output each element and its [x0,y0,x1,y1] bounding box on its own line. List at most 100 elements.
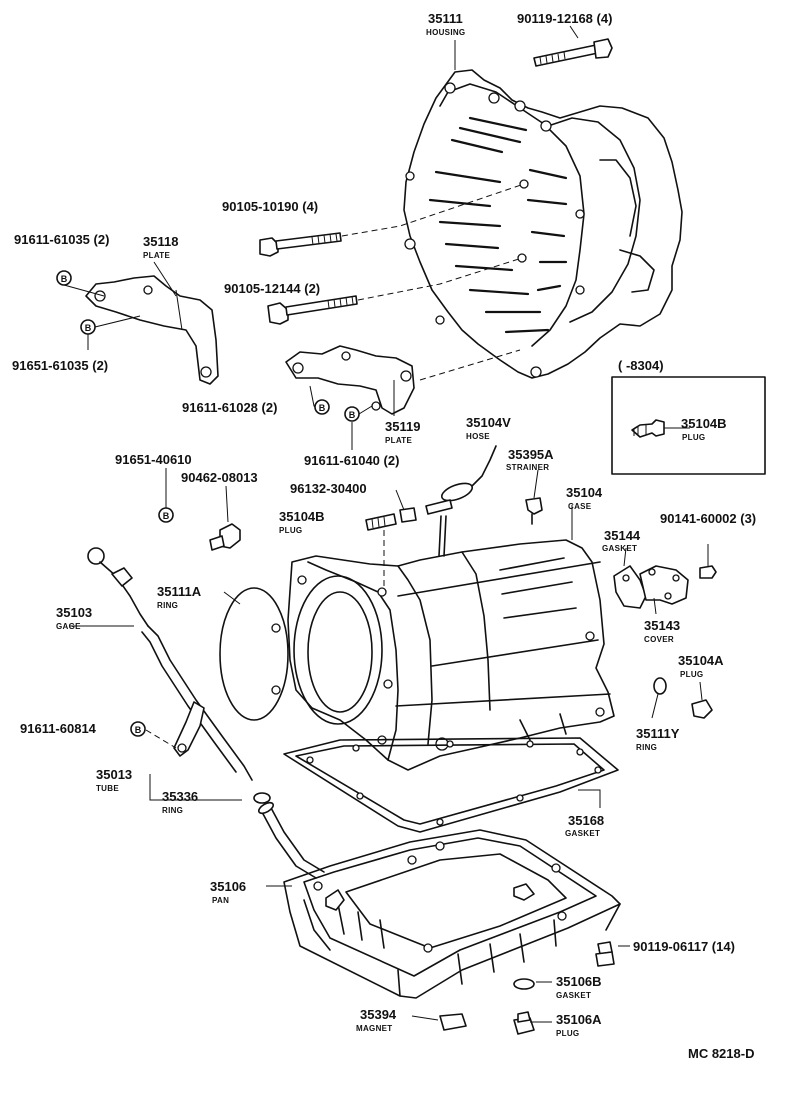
diagram-code: MC 8218-D [688,1046,754,1061]
oil-pan-35106-drawing [283,829,621,999]
plug-35106A-drawing [513,1011,535,1035]
label-90141-60002: 90141-60002 (3) [660,511,756,526]
label-91611-61035: 91611-61035 (2) [14,232,109,247]
label-35104-number: 35104 [566,485,603,500]
label-35104B-inset-number: 35104B [681,416,727,431]
label-35104-name: CASE [568,502,592,511]
label-91651-40610: 91651-40610 [115,452,192,467]
bolt-marker-91651-61035: B [80,319,96,335]
label-35103-name: GAGE [56,622,81,631]
label-91651-61035: 91651-61035 (2) [12,358,108,373]
ring-35111Y-drawing [653,677,667,695]
label-35168-name: GASKET [565,829,600,838]
hose-35104V [425,445,497,557]
tube-35013-drawing [145,701,325,879]
ring-35336 [253,792,271,804]
label-90119-12168: 90119-12168 (4) [517,11,612,26]
label-35144-number: 35144 [604,528,641,543]
label-90105-12144: 90105-12144 (2) [224,281,320,296]
label-35394-name: MAGNET [356,1024,392,1033]
plate-35118-drawing [85,275,219,385]
gasket-35168-drawing [283,737,619,833]
leader-lines [70,25,659,1023]
label-35119-number: 35119 [385,419,420,434]
label-35394-number: 35394 [360,1007,397,1022]
label-35111Y-number: 35111Y [636,726,680,741]
label-35144-name: GASKET [602,544,637,553]
bolt-markers: B B B B B B [56,270,373,737]
svg-text:B: B [85,323,92,333]
label-35143-number: 35143 [644,618,680,633]
cover-35143-drawing [639,565,689,605]
bolt-90141-60002 [699,544,717,579]
plug-35104B-small [365,507,417,590]
gasket-35144-drawing [613,565,647,609]
svg-text:B: B [349,410,356,420]
bolt-90119-12168 [533,38,613,67]
label-35106-number: 35106 [210,879,246,894]
ring-35111A [219,587,289,721]
label-35106B-number: 35106B [556,974,602,989]
label-35118-number: 35118 [143,234,178,249]
inset-range-label: ( -8304) [618,358,664,373]
label-96132-30400: 96132-30400 [290,481,367,496]
label-35104A-number: 35104A [678,653,724,668]
label-35395A-number: 35395A [508,447,554,462]
gasket-35106B-drawing [513,978,535,990]
bolt-marker-91651-40610: B [158,507,174,523]
label-35119-name: PLATE [385,436,412,445]
label-35013-name: TUBE [96,784,119,793]
label-35111A-number: 35111A [157,584,202,599]
label-35106A-name: PLUG [556,1029,579,1038]
label-35111-name: HOUSING [426,28,465,37]
label-35143-name: COVER [644,635,674,644]
plug-35104A-drawing [691,681,713,719]
bolt-90105-12144 [267,257,523,325]
transmission-case-drawing [271,539,615,771]
label-35168-number: 35168 [568,813,604,828]
magnet-35394-drawing [439,1013,467,1031]
plate-35119-drawing [285,345,521,415]
label-35111A-name: RING [157,601,178,610]
part-labels: 35111 HOUSING 90119-12168 (4) 90105-1019… [12,11,756,1061]
label-90119-06117: 90119-06117 (14) [633,939,735,954]
bolt-marker-91611-61040: B [344,406,360,422]
label-35104V-number: 35104V [466,415,511,430]
bolt-90119-06117 [595,941,615,967]
label-91611-60814: 91611-60814 [20,721,97,736]
dipstick-gage-35103 [87,547,253,781]
label-35111-number: 35111 [428,11,463,26]
inset-plug-icon [631,419,665,438]
label-35104V-name: HOSE [466,432,490,441]
label-35111Y-name: RING [636,743,657,752]
svg-text:B: B [135,725,142,735]
bolt-90105-10190 [259,183,525,257]
bolt-marker-91611-60814: B [130,721,146,737]
label-35106A-number: 35106A [556,1012,602,1027]
svg-text:B: B [319,403,326,413]
label-35336-name: RING [162,806,183,815]
inset-frame [611,376,766,475]
inset-box: ( -8304) [611,358,766,475]
svg-text:B: B [61,274,68,284]
label-35104B-inset-name: PLUG [682,433,705,442]
label-90105-10190: 90105-10190 (4) [222,199,318,214]
label-90462-08013: 90462-08013 [181,470,258,485]
label-35106-name: PAN [212,896,229,905]
label-35103-number: 35103 [56,605,92,620]
label-35106B-name: GASKET [556,991,591,1000]
strainer-35395A [525,497,543,525]
label-35104B-case-number: 35104B [279,509,325,524]
housing-drawing [403,69,683,379]
svg-text:B: B [163,511,170,521]
label-35395A-name: STRAINER [506,463,549,472]
bolt-marker-91611-61035: B [56,270,72,286]
label-35336-number: 35336 [162,789,198,804]
label-35104B-case-name: PLUG [279,526,302,535]
label-91611-61040: 91611-61040 (2) [304,453,399,468]
bolt-marker-91611-61028: B [314,399,330,415]
clip-90462-08013 [209,523,241,551]
label-35013-number: 35013 [96,767,132,782]
label-91611-61028: 91611-61028 (2) [182,400,277,415]
